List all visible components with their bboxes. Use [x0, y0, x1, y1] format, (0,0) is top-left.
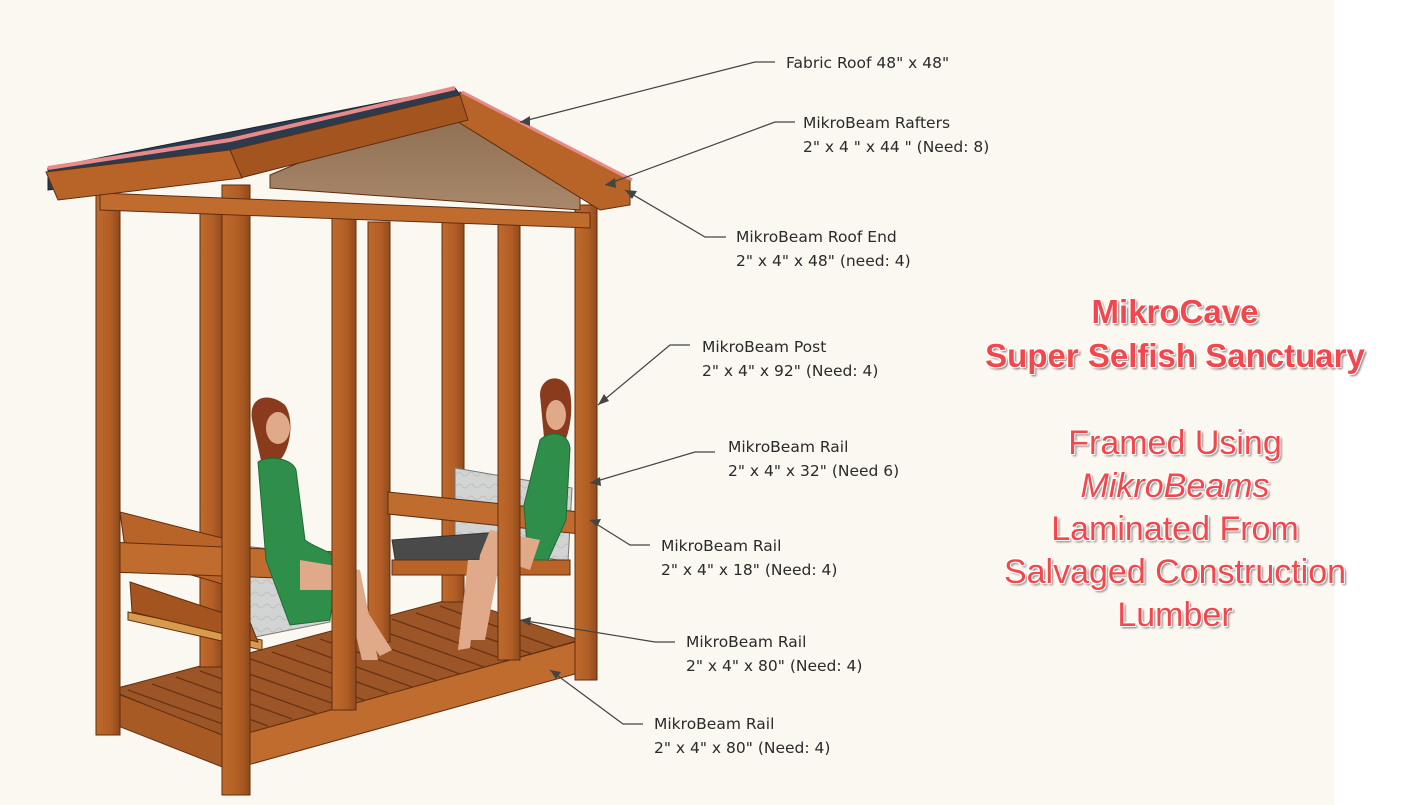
description-line-1: Framed Using	[1068, 424, 1282, 462]
callout-rail-32: MikroBeam Rail 2" x 4" x 32" (Need 6)	[728, 435, 899, 483]
callout-post: MikroBeam Post 2" x 4" x 92" (Need: 4)	[702, 335, 878, 383]
callout-roof-end-spec: 2" x 4" x 48" (need: 4)	[736, 252, 911, 270]
description-line-4: Salvaged Construction	[1003, 553, 1347, 591]
callout-rail-80-lower: MikroBeam Rail 2" x 4" x 80" (Need: 4)	[654, 712, 830, 760]
headline: MikroCave Super Selfish Sanctuary	[935, 290, 1415, 378]
callout-rail-32-spec: 2" x 4" x 32" (Need 6)	[728, 462, 900, 480]
description-block: Framed Using MikroBeams Laminated From S…	[935, 422, 1415, 637]
roof-structure	[45, 86, 633, 229]
person-left	[251, 397, 392, 660]
headline-subtitle: Super Selfish Sanctuary	[985, 337, 1365, 374]
description-line-3: Laminated From	[1051, 510, 1299, 548]
callout-rafters-label: MikroBeam Rafters	[803, 114, 951, 132]
callout-rail-18-spec: 2" x 4" x 18" (Need: 4)	[661, 561, 838, 579]
leader-lines	[519, 61, 795, 725]
person-right	[458, 378, 572, 650]
callout-rail-80-upper: MikroBeam Rail 2" x 4" x 80" (Need: 4)	[686, 630, 862, 678]
callout-rafters: MikroBeam Rafters 2" x 4 " x 44 " (Need:…	[803, 111, 989, 159]
callout-fabric-roof: Fabric Roof 48" x 48"	[786, 51, 949, 75]
headline-title: MikroCave	[1091, 293, 1259, 330]
callout-rail-18: MikroBeam Rail 2" x 4" x 18" (Need: 4)	[661, 534, 837, 582]
callout-rail-80-upper-label: MikroBeam Rail	[686, 633, 807, 651]
callout-roof-end: MikroBeam Roof End 2" x 4" x 48" (need: …	[736, 225, 911, 273]
callout-rail-18-label: MikroBeam Rail	[661, 537, 782, 555]
leader-arrowheads	[520, 116, 637, 679]
callout-rail-80-lower-label: MikroBeam Rail	[654, 715, 775, 733]
callout-roof-end-label: MikroBeam Roof End	[736, 228, 897, 246]
description-line-2: MikroBeams	[1080, 467, 1270, 505]
callout-rafters-spec: 2" x 4 " x 44 " (Need: 8)	[803, 138, 990, 156]
callout-rail-32-label: MikroBeam Rail	[728, 438, 849, 456]
callout-rail-80-lower-spec: 2" x 4" x 80" (Need: 4)	[654, 739, 831, 757]
description-line-5: Lumber	[1117, 596, 1233, 634]
callout-post-label: MikroBeam Post	[702, 338, 827, 356]
callout-fabric-roof-label: Fabric Roof 48" x 48"	[786, 54, 950, 72]
callout-rail-80-upper-spec: 2" x 4" x 80" (Need: 4)	[686, 657, 863, 675]
front-posts	[95, 184, 598, 796]
callout-post-spec: 2" x 4" x 92" (Need: 4)	[702, 362, 879, 380]
